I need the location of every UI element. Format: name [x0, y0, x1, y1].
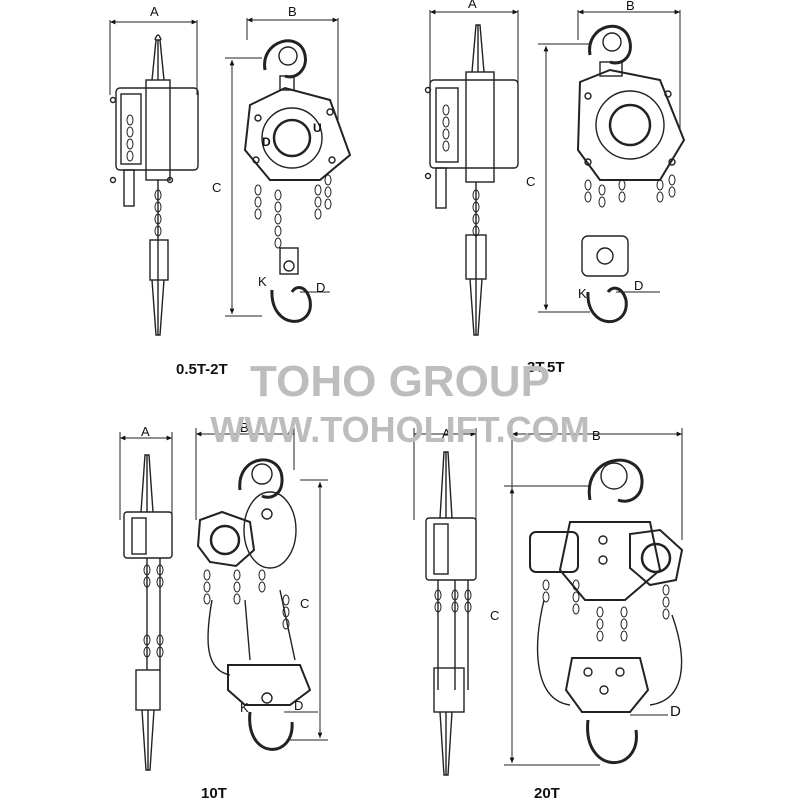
dim-label-d: D — [670, 703, 681, 720]
model-10t-labels: A B C D K 10T — [141, 420, 309, 800]
dim-label-a: A — [141, 424, 150, 439]
watermark-line-2: WWW.TOHOLIFT.COM — [210, 409, 589, 450]
dim-label-a: A — [468, 0, 477, 11]
model-caption: 10T — [201, 785, 227, 800]
dim-label-b: B — [592, 428, 601, 443]
dim-label-b: B — [240, 420, 249, 435]
model-caption: 20T — [534, 785, 560, 800]
dim-label-c: C — [526, 174, 535, 189]
dim-label-d: D — [634, 278, 643, 293]
dim-label-b: B — [626, 0, 635, 13]
dim-label-c: C — [490, 608, 499, 623]
dim-label-k: K — [578, 286, 587, 301]
dim-label-a: A — [150, 4, 159, 19]
model-3t-5t-drawing — [424, 9, 686, 336]
dim-label-k: K — [240, 700, 249, 715]
dim-label-d: D — [316, 280, 325, 295]
model-3t-5t-labels: A B C D K 3T,5T — [468, 0, 643, 376]
model-10t-drawing — [119, 428, 328, 771]
model-caption: 3T,5T — [527, 359, 565, 376]
model-20t-labels: A B C D 20T — [442, 426, 681, 800]
dim-label-c: C — [300, 596, 309, 611]
model-20t-drawing — [413, 428, 684, 776]
dim-label-b: B — [288, 4, 297, 19]
dim-label-k: K — [258, 274, 267, 289]
up-mark: U — [313, 121, 322, 135]
model-caption: 0.5T-2T — [176, 361, 228, 378]
dim-label-d: D — [294, 698, 303, 713]
model-0-5t-2t-drawing — [109, 17, 352, 336]
down-mark: D — [262, 135, 271, 149]
watermark: TOHO GROUP WWW.TOHOLIFT.COM — [210, 357, 589, 450]
watermark-line-1: TOHO GROUP — [250, 357, 550, 406]
dim-label-a: A — [442, 426, 451, 441]
dim-label-c: C — [212, 180, 221, 195]
model-0-5t-2t-labels: A B C D K D U 0.5T-2T — [150, 4, 325, 378]
